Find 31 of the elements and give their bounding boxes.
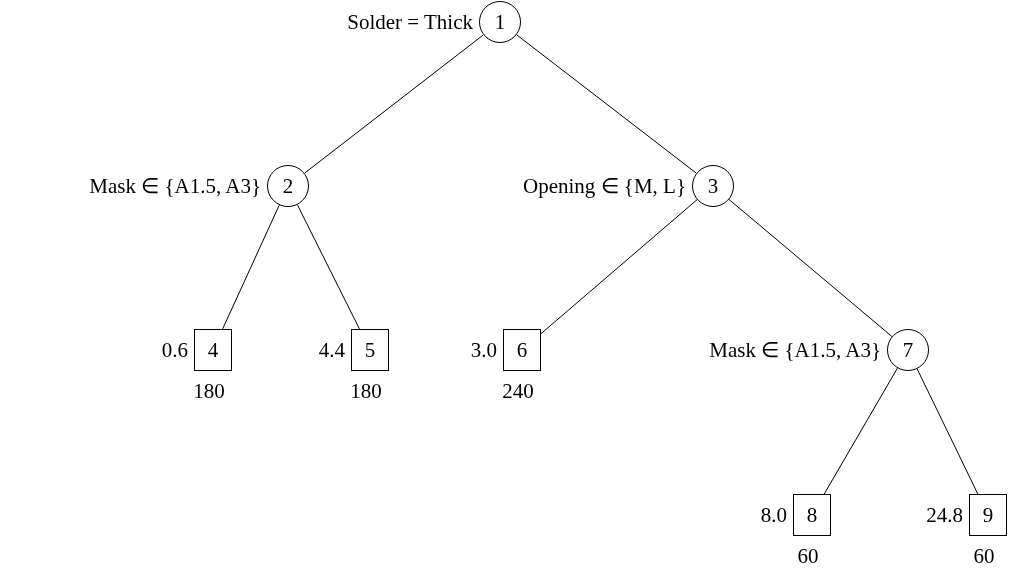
sample-count: 60 — [796, 544, 820, 568]
connector-line — [540, 199, 698, 335]
leaf-value: 3.0 — [470, 338, 497, 362]
split-condition: Opening ∈ {M, L} — [523, 174, 686, 198]
split-node: 1 — [479, 1, 521, 43]
leaf-node: 6 — [503, 329, 541, 371]
connector-line — [516, 34, 697, 174]
leaf-value: 0.6 — [161, 338, 188, 362]
leaf-node: 8 — [793, 494, 831, 536]
leaf-node: 9 — [969, 494, 1007, 536]
connector-line — [296, 204, 360, 330]
leaf-value: 4.4 — [318, 338, 345, 362]
connector-line — [916, 368, 979, 495]
sample-count: 180 — [192, 379, 226, 403]
split-node: 7 — [887, 329, 929, 371]
connector-line — [823, 367, 898, 495]
leaf-node: 5 — [351, 329, 389, 371]
leaf-value: 8.0 — [760, 503, 787, 527]
leaf-node: 4 — [194, 329, 232, 371]
connector-line — [222, 204, 280, 330]
sample-count: 240 — [501, 379, 535, 403]
split-node: 2 — [267, 165, 309, 207]
connector-line — [728, 199, 893, 337]
split-node: 3 — [692, 165, 734, 207]
connector-line — [304, 34, 484, 174]
leaf-value: 24.8 — [926, 503, 963, 527]
split-condition: Solder = Thick — [347, 10, 473, 34]
split-condition: Mask ∈ {A1.5, A3} — [709, 338, 881, 362]
sample-count: 180 — [349, 379, 383, 403]
split-condition: Mask ∈ {A1.5, A3} — [89, 174, 261, 198]
sample-count: 60 — [972, 544, 996, 568]
